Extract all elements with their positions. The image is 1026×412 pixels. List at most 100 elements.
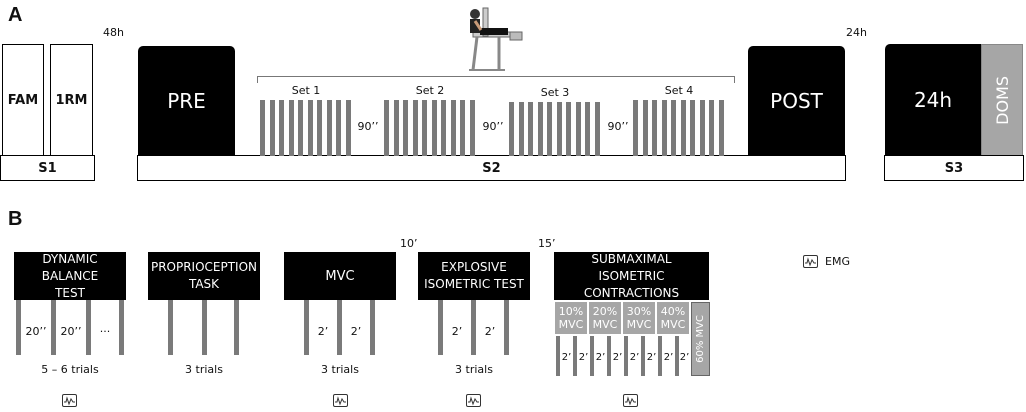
level-60-box: 60% MVC [691, 302, 710, 376]
repetition-bar [260, 100, 265, 156]
proprioception-box: PROPRIOCEPTION TASK [148, 252, 260, 300]
repetition-bar [326, 100, 332, 156]
emg-icon [62, 394, 77, 407]
repetition-bar [460, 100, 465, 156]
interval-label: 2’ [679, 352, 690, 363]
trial-bar [16, 300, 21, 355]
doms-box: DOMS [981, 44, 1023, 156]
proprioception-title: PROPRIOCEPTION TASK [150, 260, 258, 291]
trial-bar [658, 336, 662, 376]
submaximal-isometric-box: SUBMAXIMAL ISOMETRIC CONTRACTIONS [554, 252, 709, 300]
time-48h-label: 48h [103, 26, 124, 39]
dynamic-balance-box: DYNAMIC BALANCE TEST [14, 252, 126, 300]
repetition-bar [345, 100, 351, 156]
level-40-box: 40% MVC [657, 302, 689, 334]
trial-bar [641, 336, 645, 376]
repetition-bar [556, 102, 562, 156]
panel-b-letter: B [8, 208, 23, 230]
interval-label: 2’ [484, 325, 496, 338]
repetition-bar [594, 102, 600, 156]
repetition-bar [269, 100, 275, 156]
repetition-bar [699, 100, 705, 156]
emg-icon [803, 255, 818, 268]
set-4-label: Set 4 [664, 84, 694, 97]
gap-15-label: 15’ [538, 237, 556, 250]
1rm-box: 1RM [50, 44, 93, 156]
dynamic-balance-title: DYNAMIC BALANCE TEST [41, 251, 99, 300]
interval-label: 2’ [663, 352, 674, 363]
emg-icon [466, 394, 481, 407]
trial-bar [337, 300, 342, 355]
repetition-bar [279, 100, 284, 156]
repetition-bar [336, 100, 341, 156]
trial-bar [234, 300, 239, 355]
repetition-bar [528, 102, 533, 156]
repetition-bar [661, 100, 667, 156]
24h-box: 24h [885, 44, 981, 156]
sets-bracket [257, 76, 735, 83]
repetition-bar [441, 100, 446, 156]
repetition-bar [422, 100, 427, 156]
repetition-bar [469, 100, 475, 156]
level-30-box: 30% MVC [623, 302, 655, 334]
rest-1-label: 90’’ [357, 120, 379, 133]
submaximal-isometric-title: SUBMAXIMAL ISOMETRIC CONTRACTIONS [583, 251, 680, 300]
repetition-bar [384, 100, 389, 156]
set-2-bars [384, 100, 476, 156]
trial-bar [573, 336, 577, 376]
set-1-label: Set 1 [291, 84, 321, 97]
interval-label: 20’’ [60, 325, 82, 338]
interval-label: 2’ [646, 352, 657, 363]
trial-bar [304, 300, 309, 355]
s2-label: S2 [482, 160, 501, 176]
repetition-bar [642, 100, 648, 156]
s1-label: S1 [38, 160, 57, 176]
trial-bar [438, 300, 443, 355]
trial-bar [556, 336, 560, 376]
set-4-bars [633, 100, 725, 156]
interval-label: 2’ [317, 325, 329, 338]
trial-bar [86, 300, 91, 355]
level-60-label: 60% MVC [695, 315, 706, 363]
repetition-bar [575, 102, 581, 156]
post-box: POST [748, 46, 845, 156]
set-2-label: Set 2 [415, 84, 445, 97]
repetition-bar [680, 100, 686, 156]
repetition-bar [393, 100, 399, 156]
repetition-bar [652, 100, 657, 156]
trial-bar [607, 336, 611, 376]
repetition-bar [718, 100, 724, 156]
trials-label: 3 trials [321, 363, 359, 376]
post-label: POST [770, 89, 823, 113]
emg-icon [623, 394, 638, 407]
interval-label: 2’ [595, 352, 606, 363]
trial-bar [675, 336, 679, 376]
gap-10-label: 10’ [400, 237, 418, 250]
trial-bar [370, 300, 375, 355]
mvc-box: MVC [284, 252, 396, 300]
doms-label: DOMS [992, 75, 1012, 125]
s2-session-box: S2 [137, 155, 846, 181]
fam-label: FAM [7, 92, 39, 108]
set-3-bars [509, 102, 601, 156]
s3-label: S3 [944, 160, 964, 176]
interval-label: 2’ [612, 352, 623, 363]
level-10-box: 10% MVC [555, 302, 587, 334]
repetition-bar [709, 100, 714, 156]
trial-bar [590, 336, 594, 376]
time-24h-label: 24h [846, 26, 867, 39]
trial-bar [168, 300, 173, 355]
mvc-title: MVC [325, 268, 355, 284]
fam-box: FAM [2, 44, 44, 156]
pre-box: PRE [138, 46, 235, 156]
repetition-bar [585, 102, 590, 156]
repetition-bar [633, 100, 638, 156]
explosive-isometric-title: EXPLOSIVE ISOMETRIC TEST [424, 260, 524, 291]
explosive-isometric-box: EXPLOSIVE ISOMETRIC TEST [418, 252, 530, 300]
s1-session-box: S1 [0, 155, 95, 181]
repetition-bar [566, 102, 571, 156]
repetition-bar [537, 102, 543, 156]
repetition-bar [450, 100, 456, 156]
repetition-bar [431, 100, 437, 156]
repetition-bar [518, 102, 524, 156]
